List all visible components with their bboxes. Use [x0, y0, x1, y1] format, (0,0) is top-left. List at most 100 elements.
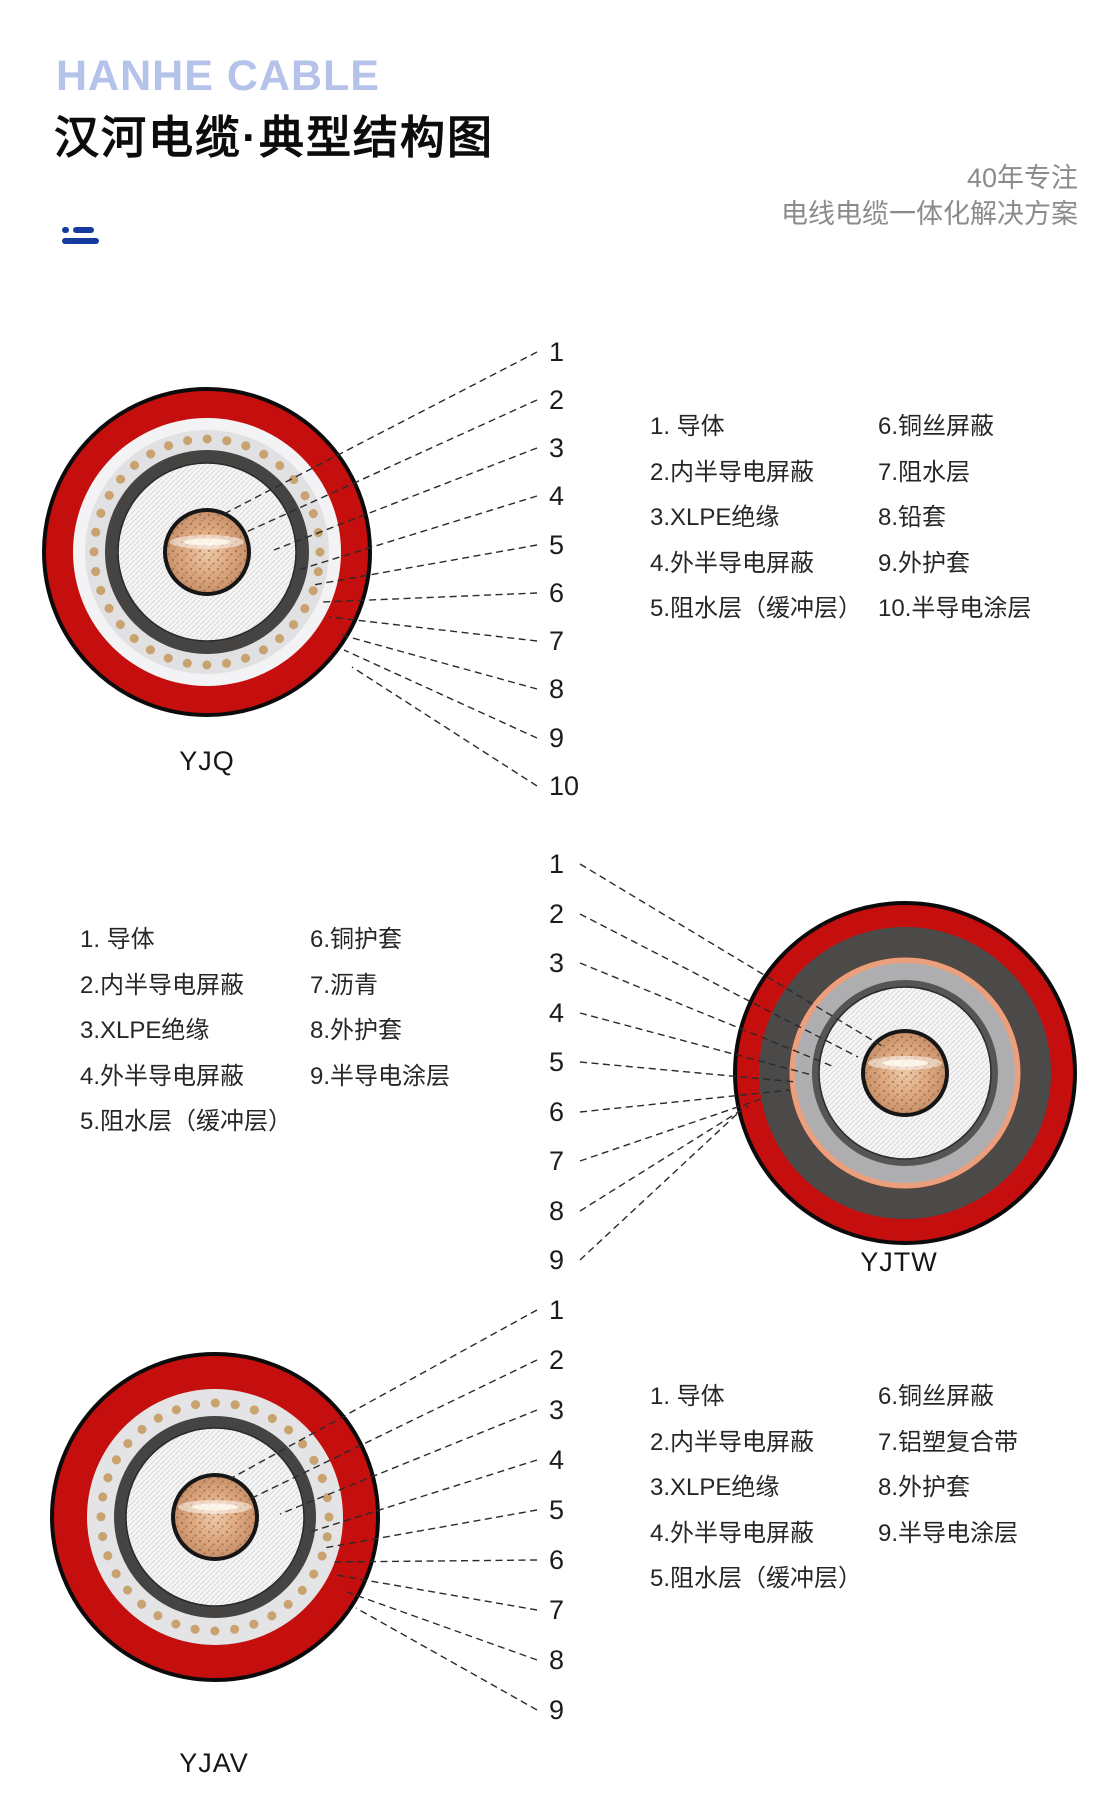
legend-item: 5.阻水层（缓冲层）	[650, 595, 863, 622]
callout-number: 7	[549, 626, 564, 656]
tagline: 40年专注 电线电缆一体化解决方案	[781, 160, 1078, 232]
legend-item: 4.外半导电屏蔽	[650, 1519, 815, 1547]
callout-number: 1	[549, 849, 564, 879]
callout-line	[321, 592, 538, 603]
cable-yjav-callout-numbers: 1 2 3 4 5 6 7 8 9	[549, 1295, 564, 1725]
callout-line	[579, 1097, 765, 1162]
cable-yjtw-callout-numbers: 1 2 3 4 5 6 7 8 9	[549, 849, 564, 1275]
callout-number: 4	[549, 998, 564, 1028]
legend-item: 7.铝塑复合带	[878, 1428, 1019, 1456]
legend-item: 7.沥青	[310, 971, 379, 999]
callout-line	[251, 1359, 538, 1499]
callout-number: 2	[549, 385, 564, 415]
yjq-conductor-strands	[167, 512, 247, 592]
callout-number: 2	[549, 899, 564, 929]
callout-line	[355, 1607, 538, 1711]
callout-number: 9	[549, 723, 564, 753]
callout-line	[579, 1089, 791, 1113]
yjq-copper-wire-screen-dots	[89, 434, 325, 670]
tagline-line2: 电线电缆一体化解决方案	[781, 199, 1078, 229]
callout-number: 6	[549, 1097, 564, 1127]
legend-item: 4.外半导电屏蔽	[650, 549, 815, 577]
yjq-conductor-highlight2	[184, 538, 230, 546]
callout-line	[323, 1509, 538, 1549]
legend-column: 1. 导体 2.内半导电屏蔽 3.XLPE绝缘 4.外半导电屏蔽 5.阻水层（缓…	[650, 1374, 878, 1602]
callout-line	[312, 544, 538, 586]
callout-number: 8	[549, 1196, 564, 1226]
callout-line	[335, 1574, 538, 1611]
callout-line	[579, 1012, 813, 1076]
legend-column: 6.铜护套 7.沥青 8.外护套 9.半导电涂层	[310, 917, 450, 1145]
logo-mark-icon	[62, 227, 99, 249]
cable-yjtw	[733, 901, 1077, 1245]
callout-number: 7	[549, 1146, 564, 1176]
logo-bar-short	[73, 227, 94, 233]
cable-yjtw-callout-lines	[579, 863, 883, 1261]
callout-number: 5	[549, 1047, 564, 1077]
cable-yjq	[42, 387, 372, 717]
legend-item: 5.阻水层（缓冲层）	[650, 1565, 863, 1592]
logo-bar-long	[62, 238, 99, 244]
callout-line	[579, 863, 883, 1047]
yjav-conductor-highlight2	[192, 1503, 238, 1511]
yjav-conductor-strands	[175, 1477, 255, 1557]
callout-line	[328, 616, 538, 642]
callout-number: 3	[549, 433, 564, 463]
legend-item: 8.外护套	[878, 1474, 971, 1501]
legend-item: 8.铅套	[878, 504, 947, 531]
tagline-line1: 40年专注	[966, 163, 1078, 193]
callout-number: 9	[549, 1245, 564, 1275]
legend-item: 2.内半导电屏蔽	[650, 1428, 815, 1456]
legend-column: 1. 导体 2.内半导电屏蔽 3.XLPE绝缘 4.外半导电屏蔽 5.阻水层（缓…	[80, 917, 310, 1145]
callout-line	[273, 447, 538, 551]
callout-line	[579, 913, 859, 1058]
legend-item: 7.阻水层	[878, 458, 971, 486]
legend-item: 1. 导体	[650, 1383, 725, 1410]
cable-yjq-callout-lines	[219, 351, 538, 787]
legend-item: 6.铜丝屏蔽	[878, 413, 995, 440]
cable-label-yjav: YJAV	[179, 1748, 249, 1778]
legend-item: 5.阻水层（缓冲层）	[80, 1108, 293, 1135]
callout-number: 5	[549, 1495, 564, 1525]
legend-item: 2.内半导电屏蔽	[80, 971, 245, 999]
legend-item: 9.半导电涂层	[310, 1062, 451, 1090]
legend-yjtw: 1. 导体 2.内半导电屏蔽 3.XLPE绝缘 4.外半导电屏蔽 5.阻水层（缓…	[80, 917, 450, 1145]
brand-wordmark: HANHE CABLE	[56, 52, 380, 100]
page-title: 汉河电缆·典型结构图	[54, 112, 494, 163]
legend-yjav: 1. 导体 2.内半导电屏蔽 3.XLPE绝缘 4.外半导电屏蔽 5.阻水层（缓…	[650, 1374, 1018, 1602]
cable-label-yjq: YJQ	[179, 746, 235, 776]
legend-column: 6.铜丝屏蔽 7.铝塑复合带 8.外护套 9.半导电涂层	[878, 1374, 1018, 1602]
legend-item: 8.外护套	[310, 1017, 403, 1044]
callout-line	[579, 1105, 749, 1212]
cable-yjav-callout-lines	[227, 1309, 538, 1711]
legend-item: 2.内半导电屏蔽	[650, 458, 815, 486]
callout-line	[219, 351, 538, 517]
callout-number: 1	[549, 1295, 564, 1325]
legend-item: 6.铜丝屏蔽	[878, 1383, 995, 1410]
callout-line	[309, 1459, 538, 1533]
callout-number: 3	[549, 948, 564, 978]
callout-line	[346, 1591, 538, 1661]
callout-number: 4	[549, 1445, 564, 1475]
callout-line	[343, 649, 538, 739]
legend-item: 9.半导电涂层	[878, 1519, 1019, 1547]
legend-item: 10.半导电涂层	[878, 595, 1032, 622]
legend-item: 4.外半导电屏蔽	[80, 1062, 245, 1090]
yjav-copper-wire-screen-dots	[96, 1398, 334, 1636]
callout-line	[579, 1061, 797, 1083]
callout-line	[351, 666, 538, 787]
callout-number: 5	[549, 530, 564, 560]
logo-dot	[62, 227, 69, 233]
callout-line	[279, 1409, 538, 1515]
legend-item: 3.XLPE绝缘	[650, 1474, 780, 1501]
callout-number: 1	[549, 337, 564, 367]
legend-column: 1. 导体 2.内半导电屏蔽 3.XLPE绝缘 4.外半导电屏蔽 5.阻水层（缓…	[650, 404, 878, 632]
legend-column: 6.铜丝屏蔽 7.阻水层 8.铅套 9.外护套 10.半导电涂层	[878, 404, 1031, 632]
yjtw-conductor-highlight2	[882, 1059, 928, 1067]
legend-item: 1. 导体	[80, 926, 155, 953]
callout-number: 10	[549, 771, 579, 801]
cable-yjq-callout-numbers: 1 2 3 4 5 6 7 8 9 10	[549, 337, 579, 801]
callout-number: 8	[549, 1645, 564, 1675]
